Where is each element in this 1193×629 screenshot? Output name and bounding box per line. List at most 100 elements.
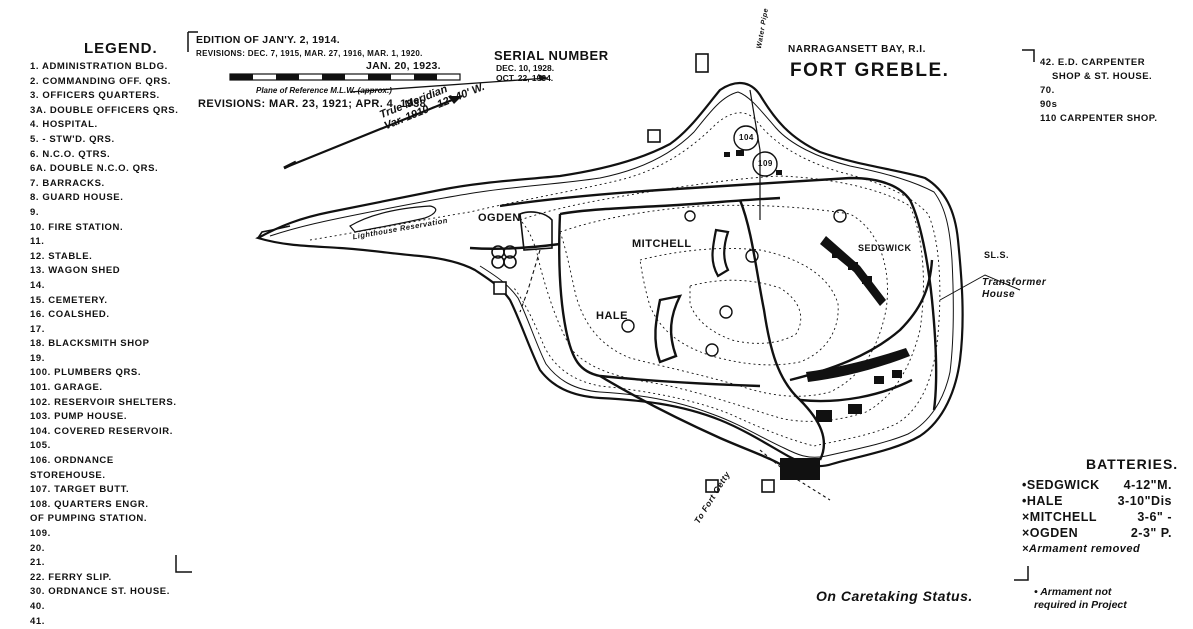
legend-item: 6a. DOUBLE N.C.O. QRS. xyxy=(30,163,159,175)
legend-item: 4. HOSPITAL. xyxy=(30,119,98,131)
legend-item: 8. GUARD HOUSE. xyxy=(30,192,124,204)
legend-item: 9. xyxy=(30,206,40,218)
legend-item: 106. ORDNANCE xyxy=(30,455,114,467)
battery-row: ×OGDEN 2-3" P. xyxy=(1022,525,1172,541)
battery-hale xyxy=(654,294,683,364)
legend-item: 5. - STW'D. QRS. xyxy=(30,133,115,145)
label-hale: HALE xyxy=(596,310,628,322)
legend-item: 102. RESERVOIR SHELTERS. xyxy=(30,396,177,408)
legend-item: 6. N.C.O. QTRS. xyxy=(30,148,111,160)
right-legend-item: 42. E.D. CARPENTER xyxy=(1040,57,1146,68)
legend-item: OF PUMPING STATION. xyxy=(30,513,148,525)
legend-item: 3. OFFICERS QUARTERS. xyxy=(30,90,160,102)
legend-item: 22. FERRY SLIP. xyxy=(30,571,112,583)
bay-label: NARRAGANSETT BAY, R.I. xyxy=(788,44,926,55)
legend-item: 7. BARRACKS. xyxy=(30,177,105,189)
legend-item: 3a. DOUBLE OFFICERS QRS. xyxy=(30,104,179,116)
scale-bar xyxy=(229,73,461,81)
bracket-bottom-left xyxy=(175,555,192,573)
label-mitchell: MITCHELL xyxy=(632,238,692,250)
reservoirs xyxy=(621,125,847,357)
footnote-line1: • Armament not xyxy=(1034,586,1112,598)
battery-name: ×MITCHELL xyxy=(1022,510,1097,524)
roads xyxy=(469,176,938,471)
legend-list: 1. ADMINISTRATION BLDG. 2. COMMANDING OFF… xyxy=(30,60,178,629)
battery-spec: 2-3" P. xyxy=(1130,526,1172,540)
label-reservoir-109: 109 xyxy=(758,159,773,168)
battery-row: ×MITCHELL 3-6" - xyxy=(1022,509,1172,525)
legend-item: 18. BLACKSMITH SHOP xyxy=(30,338,150,350)
battery-ogden xyxy=(491,211,553,269)
legend-item: 11. xyxy=(30,236,45,248)
battery-spec: 4-12"M. xyxy=(1123,478,1172,492)
battery-spec: 3-10"Dis xyxy=(1117,494,1172,508)
right-legend-item: SHOP & ST. HOUSE. xyxy=(1052,71,1153,82)
legend-item: 15. CEMETERY. xyxy=(30,294,108,306)
scale-arrow xyxy=(349,77,549,93)
legend-title: LEGEND. xyxy=(84,40,158,57)
legend-item: 101. GARAGE. xyxy=(30,382,103,394)
legend-item: 41. xyxy=(30,615,46,627)
legend-item: 20. xyxy=(30,542,46,554)
caretaking-status: On Caretaking Status. xyxy=(816,588,973,604)
label-transformer: Transformer House xyxy=(982,277,1047,300)
batteries-title: BATTERIES. xyxy=(1086,456,1179,472)
legend-item: 2. COMMANDING OFF. QRS. xyxy=(30,75,171,87)
battery-name: •HALE xyxy=(1022,494,1063,508)
right-legend-item: 110 CARPENTER SHOP. xyxy=(1040,113,1158,124)
legend-item: 13. WAGON SHED xyxy=(30,265,121,277)
armament-removed-note: ×Armament removed xyxy=(1022,543,1141,555)
label-sls: SL.S. xyxy=(984,250,1010,260)
reference-boxes xyxy=(493,53,775,493)
batteries-list: •SEDGWICK 4-12"M. •HALE 3-10"Dis ×MITCHELL 3-… xyxy=(1022,477,1172,557)
serial-date-1: DEC. 10, 1928. xyxy=(496,63,555,73)
legend-item: 1. ADMINISTRATION BLDG. xyxy=(30,61,168,72)
battery-row: •HALE 3-10"Dis xyxy=(1022,493,1172,509)
serial-dates: DEC. 10, 1928. OCT. 22, 1934. xyxy=(496,63,555,83)
edition-line1: EDITION OF JAN'Y. 2, 1914. xyxy=(196,34,340,46)
legend-item: 30. ORDNANCE ST. HOUSE. xyxy=(30,586,170,598)
edition-line2: REVISIONS: DEC. 7, 1915, MAR. 27, 1916, … xyxy=(196,49,423,58)
transformer-leader xyxy=(939,274,1021,301)
legend-item: 17. xyxy=(30,323,46,335)
contour-lines xyxy=(309,112,941,447)
battery-mitchell xyxy=(711,228,730,278)
legend-item: 40. xyxy=(30,600,46,612)
label-sedgwick: SEDGWICK xyxy=(858,243,912,253)
right-legend-item: 70. xyxy=(1040,85,1055,96)
revisions-line: REVISIONS: MAR. 23, 1921; APR. 4, 1938 xyxy=(198,98,427,110)
battery-name: ×OGDEN xyxy=(1022,526,1079,540)
legend-item: 14. xyxy=(30,279,46,291)
legend-item: 109. xyxy=(30,528,51,539)
battery-name: •SEDGWICK xyxy=(1022,478,1100,492)
legend-item: STOREHOUSE. xyxy=(30,469,106,481)
legend-item: 100. PLUMBERS QRS. xyxy=(30,367,142,379)
right-legend: 42. E.D. CARPENTER SHOP & ST. HOUSE. 70. 90… xyxy=(1040,56,1158,126)
label-reservoir-104: 104 xyxy=(739,133,754,142)
fort-title: FORT GREBLE. xyxy=(790,60,950,81)
bracket-top-left xyxy=(187,31,198,52)
battery-south xyxy=(806,348,910,422)
label-ogden: OGDEN xyxy=(478,212,521,224)
serial-number-label: SERIAL NUMBER xyxy=(494,48,609,63)
meridian-arrow xyxy=(283,94,463,170)
legend-item: 10. FIRE STATION. xyxy=(30,221,124,233)
water-pipe-line xyxy=(749,89,761,220)
legend-item: 21. xyxy=(30,557,46,569)
legend-item: 103. PUMP HOUSE. xyxy=(30,411,128,423)
legend-item: 105. xyxy=(30,440,51,452)
legend-item: 108. QUARTERS ENGR. xyxy=(30,498,149,510)
edition-line3: JAN. 20, 1923. xyxy=(366,60,441,72)
battery-row: •SEDGWICK 4-12"M. xyxy=(1022,477,1172,493)
battery-spec: 3-6" - xyxy=(1137,510,1172,524)
legend-item: 104. COVERED RESERVOIR. xyxy=(30,425,173,437)
bracket-top-right xyxy=(1022,49,1035,62)
right-legend-item: 90s xyxy=(1040,99,1058,110)
legend-item: 19. xyxy=(30,352,46,364)
edition-block: EDITION OF JAN'Y. 2, 1914. REVISIONS: DE… xyxy=(196,34,441,73)
legend-item: 16. COALSHED. xyxy=(30,309,110,321)
legend-item: 107. TARGET BUTT. xyxy=(30,484,130,496)
footnote-line2: required in Project xyxy=(1034,599,1127,611)
armament-footnote: • Armament not required in Project xyxy=(1034,586,1127,612)
